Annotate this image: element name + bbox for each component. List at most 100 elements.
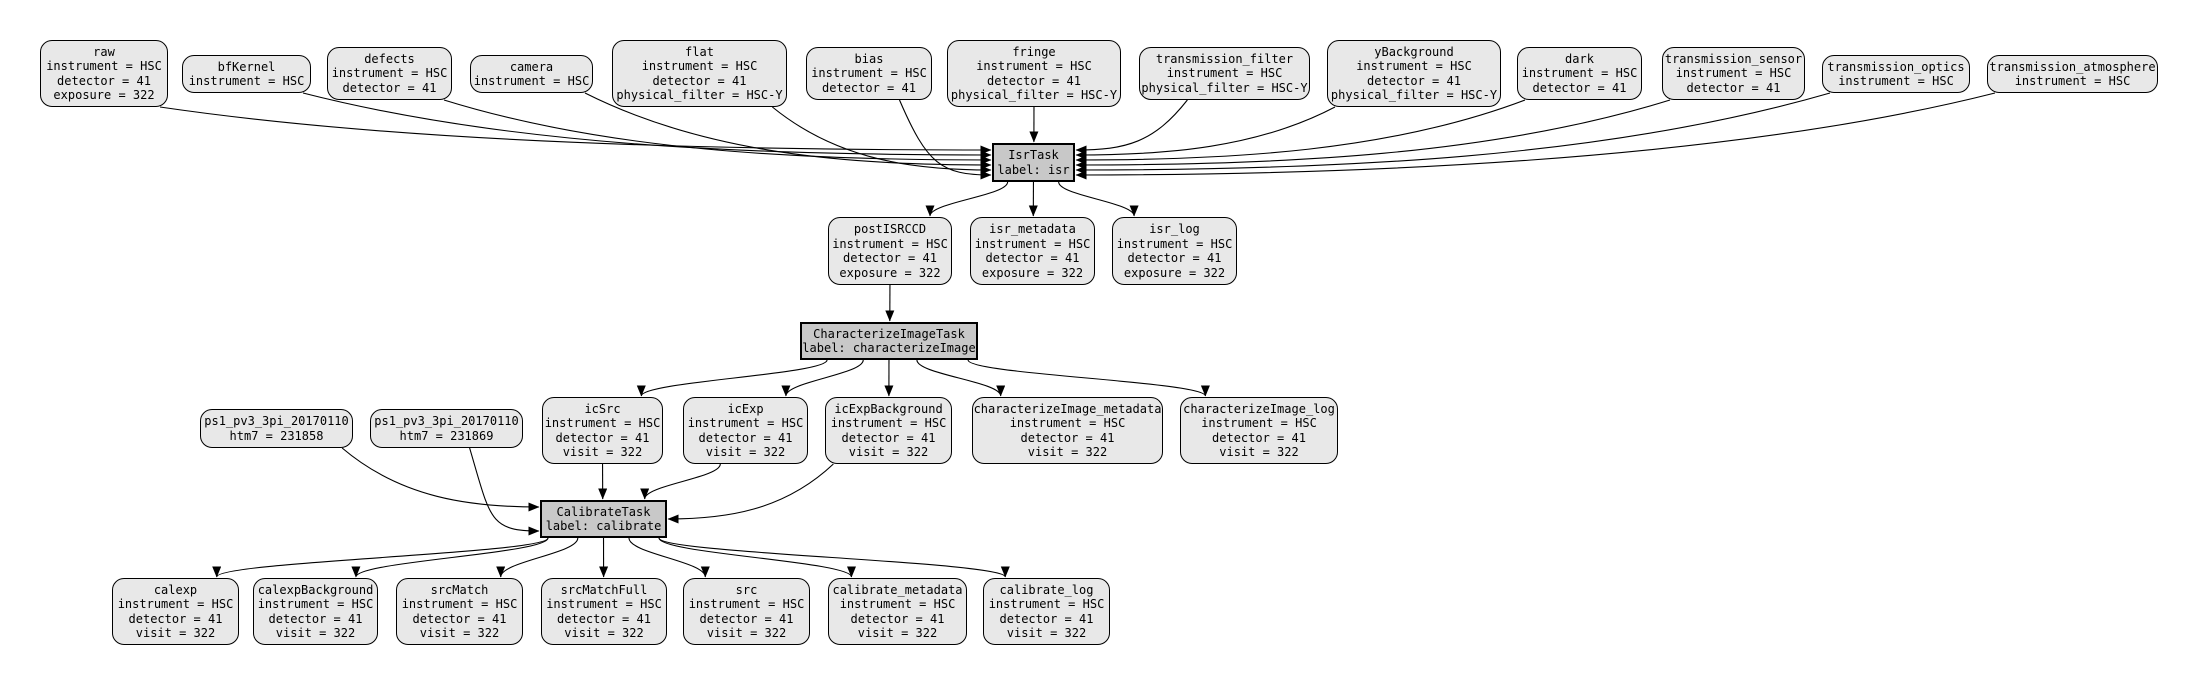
node-attr-line: visit = 322 bbox=[135, 626, 216, 640]
node-attr-line: detector = 41 bbox=[1020, 430, 1115, 445]
node-attr-line: instrument = HSC bbox=[188, 74, 305, 88]
node-attr-line: instrument = HSC bbox=[974, 236, 1091, 251]
node-attr-line: detector = 41 bbox=[1212, 430, 1306, 445]
node-attr-line: instrument = HSC bbox=[1201, 416, 1317, 430]
node-attr-line: instrument = HSC bbox=[1356, 59, 1472, 73]
node-attr-line: exposure = 322 bbox=[981, 265, 1084, 280]
node-title: fringe bbox=[1012, 44, 1056, 59]
node-attr-line: exposure = 322 bbox=[1123, 265, 1226, 280]
node-attr-line: detector = 41 bbox=[698, 430, 793, 445]
node-attr-line: detector = 41 bbox=[57, 73, 151, 88]
node-attr-line: detector = 41 bbox=[843, 251, 937, 265]
node-attr-line: instrument = HSC bbox=[1166, 66, 1283, 81]
node-attr-line: detector = 41 bbox=[985, 251, 1080, 265]
edge-calibrate-to-calibrate_log bbox=[658, 537, 1010, 578]
edge-ps1_a-to-calibrate bbox=[341, 447, 540, 512]
node-attr-line: physical_filter = HSC-Y bbox=[1141, 80, 1308, 95]
edge-characterizeImage-to-icExp bbox=[781, 359, 864, 397]
node-attr-line: detector = 41 bbox=[822, 80, 916, 95]
node-attr-line: detector = 41 bbox=[128, 611, 223, 626]
edge-icExpBackground-to-calibrate bbox=[667, 463, 834, 524]
node-attr-line: visit = 322 bbox=[857, 626, 938, 640]
node-title: transmission_optics bbox=[1827, 59, 1965, 74]
edge-bfKernel-to-isr bbox=[302, 92, 992, 160]
node-attr-line: instrument = HSC bbox=[687, 416, 804, 430]
node-attr-line: detector = 41 bbox=[1686, 80, 1781, 95]
node-attr-line: instrument = HSC bbox=[1009, 416, 1126, 430]
node-title: CharacterizeImageTask bbox=[813, 326, 965, 341]
node-title: dark bbox=[1565, 51, 1594, 66]
node-title: calibrate_metadata bbox=[832, 582, 963, 597]
node-attr-line: visit = 322 bbox=[1219, 445, 1299, 459]
node-attr-line: instrument = HSC bbox=[1675, 66, 1792, 81]
edge-yBackground-to-isr bbox=[1075, 106, 1336, 160]
node-attr-line: visit = 322 bbox=[705, 445, 786, 459]
node-title: ps1_pv3_3pi_20170110 bbox=[374, 414, 519, 428]
node-attr-line: instrument = HSC bbox=[117, 597, 234, 611]
node-title: srcMatchFull bbox=[560, 582, 648, 597]
node-attr-line: instrument = HSC bbox=[1116, 236, 1233, 251]
node-attr-line: instrument = HSC bbox=[546, 597, 662, 611]
node-attr-line: instrument = HSC bbox=[544, 416, 661, 430]
node-title: IsrTask bbox=[1008, 148, 1059, 162]
node-attr-line: instrument = HSC bbox=[401, 597, 518, 611]
node-attr-line: instrument = HSC bbox=[331, 66, 448, 81]
node-title: yBackground bbox=[1374, 44, 1454, 59]
node-attr-line: detector = 41 bbox=[555, 430, 650, 445]
node-title: flat bbox=[685, 44, 714, 59]
node-attr-line: visit = 322 bbox=[848, 445, 929, 459]
node-attr-line: detector = 41 bbox=[652, 73, 747, 88]
node-attr-line: instrument = HSC bbox=[257, 597, 374, 611]
node-title: icExpBackground bbox=[834, 401, 943, 416]
node-title: calexp bbox=[153, 582, 198, 597]
node-attr-line: instrument = HSC bbox=[832, 236, 948, 251]
node-title: transmission_atmosphere bbox=[1989, 59, 2156, 74]
node-attr-line: visit = 322 bbox=[1006, 626, 1087, 640]
node-title: calibrate_log bbox=[999, 582, 1094, 597]
edge-characterizeImage-to-characterizeImage_metadata bbox=[916, 359, 1006, 397]
node-attr-line: detector = 41 bbox=[1127, 251, 1222, 265]
node-title: characterizeImage_metadata bbox=[973, 401, 1162, 416]
node-attr-line: label: characterizeImage bbox=[802, 341, 976, 355]
node-attr-line: physical_filter = HSC-Y bbox=[950, 88, 1118, 102]
node-attr-line: visit = 322 bbox=[1027, 445, 1108, 459]
node-title: CalibrateTask bbox=[556, 504, 651, 519]
edge-isr-to-postISRCCD bbox=[925, 181, 1009, 217]
edge-bias-to-isr bbox=[898, 99, 992, 180]
node-attr-line: detector = 41 bbox=[987, 73, 1081, 88]
edge-transmission_sensor-to-isr bbox=[1075, 99, 1671, 170]
edge-transmission_filter-to-isr bbox=[1075, 99, 1188, 155]
node-title: defects bbox=[364, 51, 415, 66]
node-attr-line: instrument = HSC bbox=[1838, 74, 1954, 88]
node-attr-line: visit = 322 bbox=[706, 626, 787, 640]
node-attr-line: htm7 = 231869 bbox=[399, 428, 494, 443]
node-attr-line: detector = 41 bbox=[412, 611, 507, 626]
node-title: icExp bbox=[727, 401, 764, 416]
edge-flat-to-isr bbox=[772, 106, 992, 175]
edge-calibrate-to-srcMatch bbox=[496, 537, 579, 578]
node-attr-line: visit = 322 bbox=[562, 445, 643, 459]
node-attr-line: exposure = 322 bbox=[839, 265, 941, 280]
node-attr-line: physical_filter = HSC-Y bbox=[1330, 88, 1498, 102]
edge-transmission_atmosphere-to-isr bbox=[1075, 92, 1996, 180]
edge-ps1_b-to-calibrate bbox=[469, 447, 540, 536]
node-title: srcMatch bbox=[430, 582, 489, 597]
